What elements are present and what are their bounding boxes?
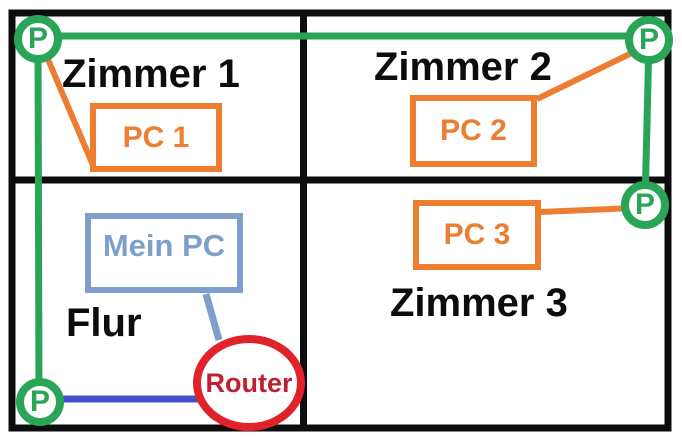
pc1-label: PC 1	[122, 120, 190, 154]
cable-pc3-port3	[539, 205, 635, 215]
mein-pc-label: Mein PC	[102, 228, 226, 263]
port-zimmer3: P	[621, 181, 669, 229]
cable-pc2-port2	[535, 46, 642, 102]
cable-port1-port4	[34, 38, 43, 403]
port-zimmer3-label: P	[634, 188, 655, 221]
cable-port2-port3	[641, 39, 653, 206]
cable-port1-pc1	[41, 48, 98, 172]
port-zimmer1-label: P	[27, 22, 48, 55]
port-zimmer2: P	[625, 16, 673, 64]
cable-meinpc-router	[202, 293, 223, 341]
port-flur-label: P	[29, 385, 50, 418]
port-zimmer2-label: P	[638, 23, 659, 56]
room-label-zimmer3: Zimmer 3	[390, 281, 568, 325]
router-label: Router	[205, 367, 293, 398]
room-label-zimmer1: Zimmer 1	[62, 52, 240, 96]
pc3-label: PC 3	[443, 218, 511, 251]
mein-pc-box: Mein PC	[85, 213, 243, 293]
pc2-label: PC 2	[440, 114, 507, 147]
router: Router	[193, 335, 305, 431]
room-label-zimmer2: Zimmer 2	[374, 45, 552, 89]
outer-wall	[8, 9, 672, 432]
port-flur: P	[16, 378, 64, 426]
port-zimmer1: P	[14, 15, 62, 63]
pc3-box: PC 3	[413, 200, 541, 270]
room-label-flur: Flur	[66, 301, 142, 345]
pc2-box: PC 2	[410, 95, 537, 167]
pc1-box: PC 1	[90, 103, 222, 172]
